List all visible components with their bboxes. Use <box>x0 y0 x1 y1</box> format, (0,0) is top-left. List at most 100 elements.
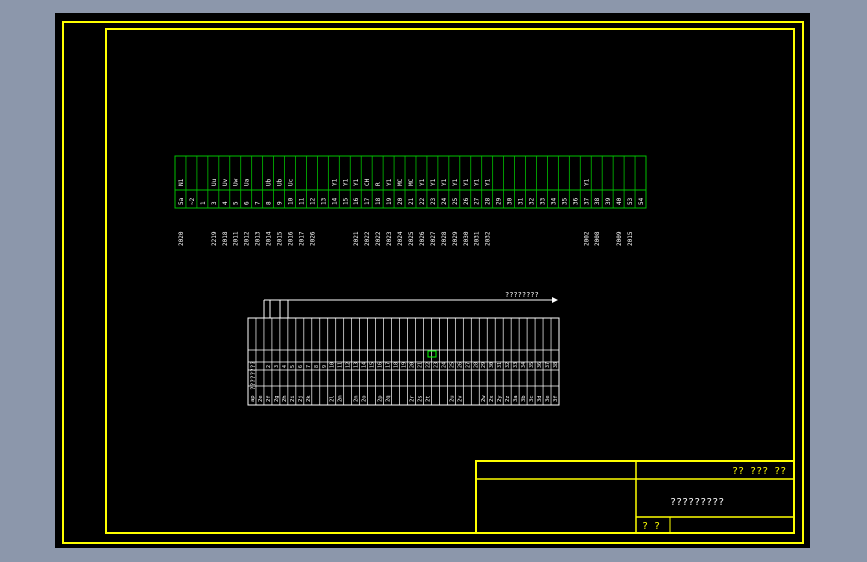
table-cell: 6 <box>298 365 304 368</box>
table-cell: 3c <box>529 395 535 402</box>
table-cell: 3f <box>553 395 559 402</box>
table-cell: 29 <box>481 362 487 368</box>
table-cell: 4 <box>282 365 288 368</box>
terminal-label: Y1 <box>419 178 426 186</box>
wire-code: 2031 <box>474 231 481 246</box>
wire-code: 2018 <box>222 231 229 246</box>
table-cell: 19 <box>402 362 408 368</box>
terminal-number: 53 <box>627 197 634 205</box>
table-cell: 3a <box>513 395 519 402</box>
table-cell: 2f <box>266 395 272 402</box>
terminal-label: Uu <box>211 178 218 186</box>
terminal-label: Ub <box>277 178 284 186</box>
title-block-bottom-left: ? ? <box>642 521 660 532</box>
table-cell: 5 <box>290 365 296 368</box>
table-cell: 20 <box>409 362 415 368</box>
terminal-number: 23 <box>430 197 437 205</box>
highlight-mark <box>427 350 437 358</box>
table-cell: 12 <box>346 362 352 368</box>
table-cell: 21 <box>417 362 423 368</box>
wire-code: 2025 <box>408 231 415 246</box>
terminal-number: 11 <box>298 197 305 205</box>
table-cell: 2n <box>354 395 360 402</box>
terminal-number: 26 <box>463 197 470 205</box>
terminal-number: 5 <box>233 201 240 205</box>
table-cell: 2z <box>505 395 511 402</box>
wire-code: 2011 <box>233 231 240 246</box>
wire-code: 2026 <box>419 231 426 246</box>
table-cell: 15 <box>370 362 376 368</box>
terminal-label: CH <box>364 178 371 186</box>
title-block: ?? ??? ?? ????????? ? ? <box>475 460 795 534</box>
side-label: ???????? <box>250 361 257 390</box>
wire-code: 2008 <box>594 231 601 246</box>
terminal-label: Y1 <box>331 178 338 186</box>
table-cell: 3b <box>521 395 527 402</box>
wire-code: 2013 <box>255 231 262 246</box>
table-cell: 18 <box>394 362 400 368</box>
terminal-number: 12 <box>309 197 316 205</box>
terminal-number: 54 <box>638 197 645 205</box>
arrow-label: ???????? <box>505 291 539 299</box>
table-cell: 10 <box>330 362 336 368</box>
wire-code: 2014 <box>266 231 273 246</box>
terminal-label: Y1 <box>485 178 492 186</box>
terminal-number: 36 <box>572 197 579 205</box>
table-cell: 3e <box>545 395 551 402</box>
terminal-label: Uw <box>233 178 240 186</box>
table-cell: 2i <box>290 395 296 402</box>
table-cell: 22 <box>425 362 431 368</box>
terminal-number: 1 <box>200 201 207 205</box>
terminal-number: 31 <box>518 197 525 205</box>
table-cell: 2l <box>330 395 336 402</box>
table-cell: 33 <box>513 362 519 368</box>
title-block-top-right: ?? ??? ?? <box>732 466 786 477</box>
table-cell: 32 <box>505 362 511 368</box>
table-cell: 2k <box>306 395 312 402</box>
table-cell: 7 <box>306 365 312 368</box>
table-cell: 35 <box>529 362 535 368</box>
table-cell: 34 <box>521 362 527 368</box>
strip-frame <box>174 155 647 209</box>
wire-code: 2015 <box>277 231 284 246</box>
terminal-number: 22 <box>419 197 426 205</box>
terminal-number: 30 <box>507 197 514 205</box>
terminal-number: 24 <box>441 197 448 205</box>
terminal-number: 17 <box>364 197 371 205</box>
table-cell: 2u <box>449 395 455 402</box>
terminal-number: 19 <box>386 197 393 205</box>
arrow-head <box>552 297 558 303</box>
table-cell: 25 <box>449 362 455 368</box>
wire-code: 2012 <box>244 231 251 246</box>
terminal-number: 21 <box>408 197 415 205</box>
wire-code: 2026 <box>309 231 316 246</box>
terminal-label: Y1 <box>342 178 349 186</box>
wire-code: 2027 <box>430 231 437 246</box>
terminal-number: 32 <box>528 197 535 205</box>
terminal-label: Y1 <box>583 178 590 186</box>
terminal-label: Y1 <box>430 178 437 186</box>
table-cell: 9 <box>322 365 328 368</box>
table-cell: 2t <box>425 395 431 402</box>
terminal-number: 38 <box>594 197 601 205</box>
terminal-number: 7 <box>255 201 262 205</box>
terminal-number: 33 <box>539 197 546 205</box>
terminal-number: 28 <box>485 197 492 205</box>
terminal-label: Uc <box>288 178 295 186</box>
outer-frame <box>62 21 804 544</box>
table-cell: 2h <box>282 395 288 402</box>
terminal-number: 14 <box>331 197 338 205</box>
terminal-number: 27 <box>474 197 481 205</box>
terminal-label: Y1 <box>452 178 459 186</box>
table-cell: 36 <box>537 362 543 368</box>
terminal-label: N1 <box>178 178 185 186</box>
table-cell: 3 <box>274 365 280 368</box>
table-cell: 2o <box>362 395 368 402</box>
terminal-number: 10 <box>288 197 295 205</box>
wire-code: 2017 <box>298 231 305 246</box>
drawing-title: ????????? <box>670 497 724 508</box>
wire-code: 2021 <box>353 231 360 246</box>
wire-code: 2030 <box>463 231 470 246</box>
